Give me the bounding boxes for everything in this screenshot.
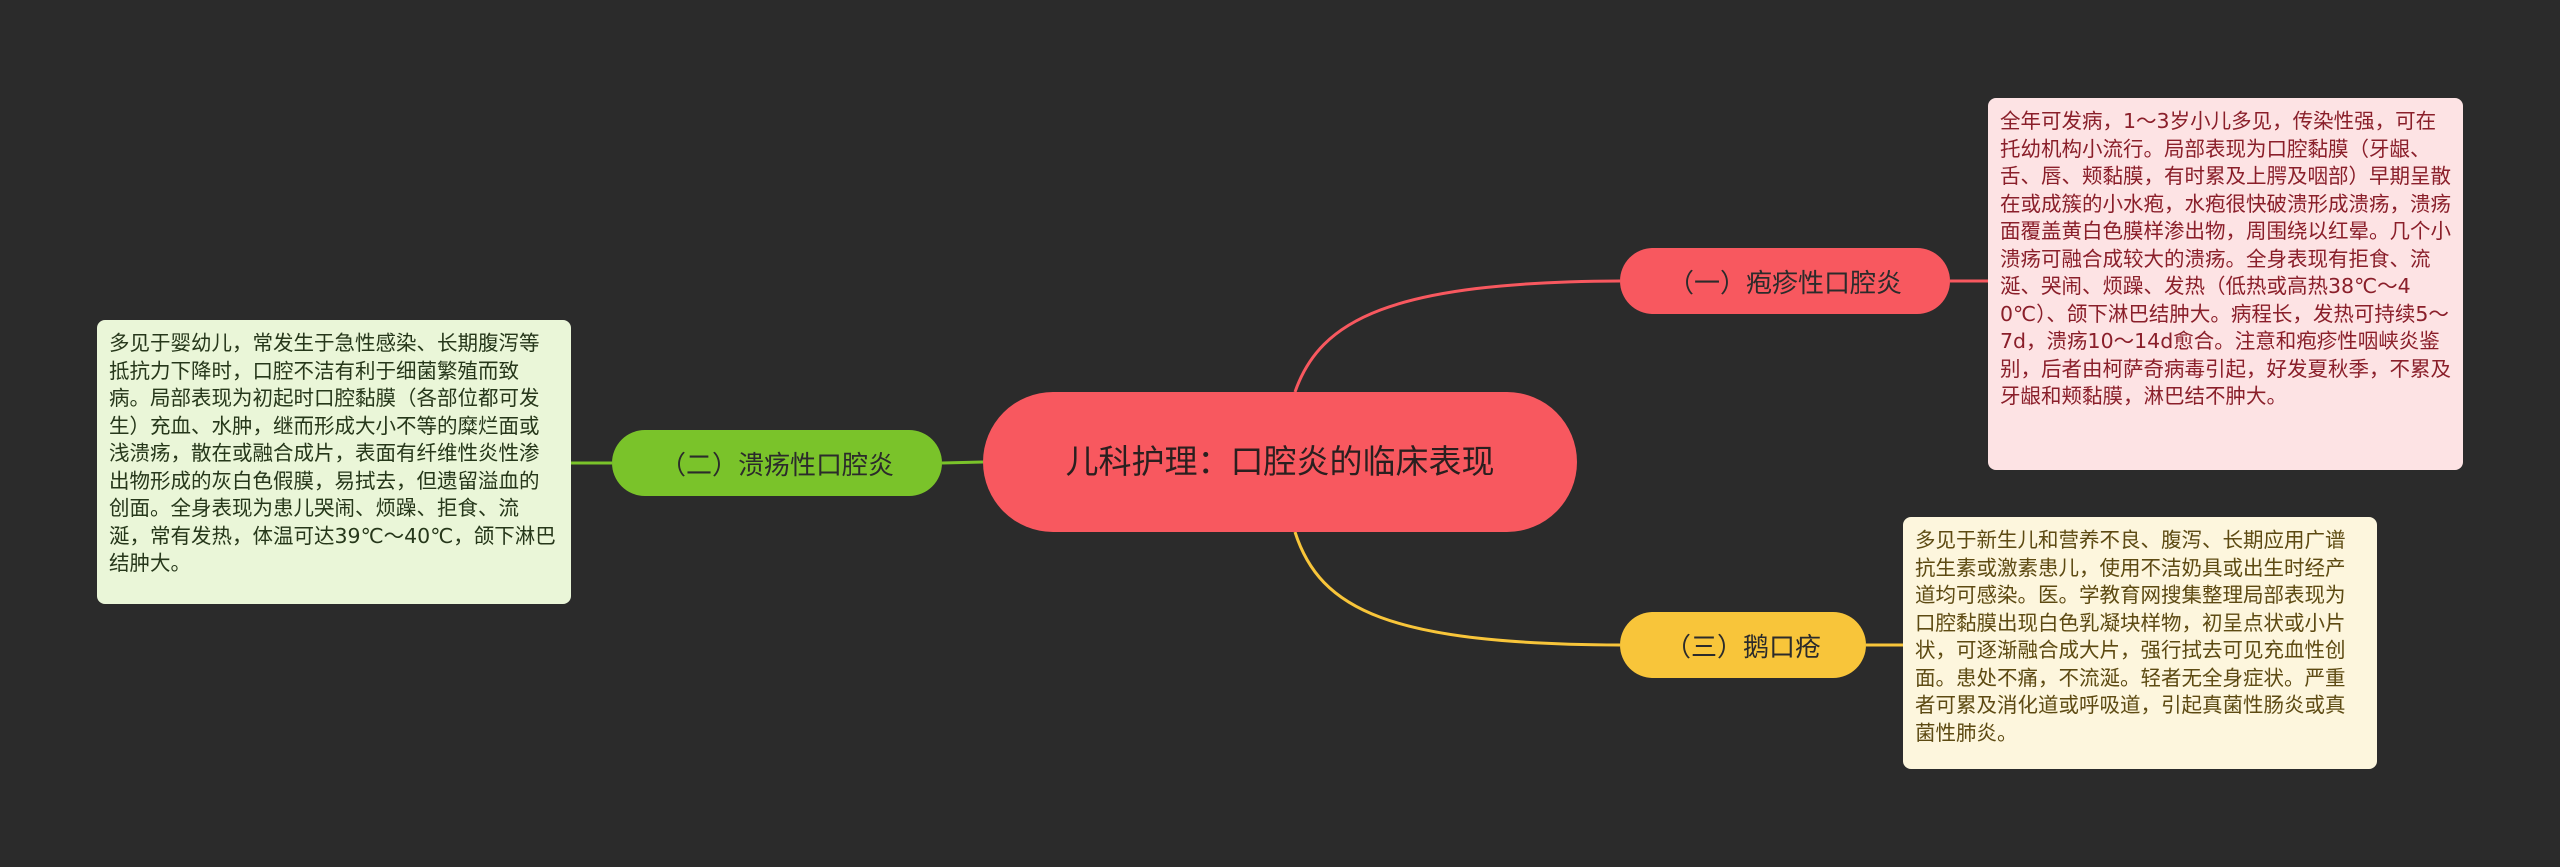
branch-node-thrush[interactable]: （三）鹅口疮 [1620, 612, 1866, 678]
branch-node-herpetic-stomatitis[interactable]: （一）疱疹性口腔炎 [1620, 248, 1950, 314]
leaf-text: 多见于婴幼儿，常发生于急性感染、长期腹泻等抵抗力下降时，口腔不洁有利于细菌繁殖而… [109, 331, 556, 575]
leaf-note-ulcerative-stomatitis[interactable]: 多见于婴幼儿，常发生于急性感染、长期腹泻等抵抗力下降时，口腔不洁有利于细菌繁殖而… [97, 320, 571, 604]
leaf-note-herpetic-stomatitis[interactable]: 全年可发病，1～3岁小儿多见，传染性强，可在托幼机构小流行。局部表现为口腔黏膜（… [1988, 98, 2463, 470]
root-title: 儿科护理：口腔炎的临床表现 [1065, 442, 1495, 481]
connector-root-branch-3 [1293, 531, 1621, 647]
connector-root-branch-1 [1293, 279, 1621, 393]
branch-label: （一）疱疹性口腔炎 [1667, 268, 1902, 299]
leaf-text: 全年可发病，1～3岁小儿多见，传染性强，可在托幼机构小流行。局部表现为口腔黏膜（… [2000, 109, 2451, 408]
root-node[interactable]: 儿科护理：口腔炎的临床表现 [983, 392, 1577, 532]
connector-root-branch-2 [941, 460, 984, 465]
branch-node-ulcerative-stomatitis[interactable]: （二）溃疡性口腔炎 [612, 430, 942, 496]
leaf-text: 多见于新生儿和营养不良、腹泻、长期应用广谱抗生素或激素患儿，使用不洁奶具或出生时… [1915, 528, 2346, 745]
branch-label: （二）溃疡性口腔炎 [659, 450, 894, 481]
leaf-note-thrush[interactable]: 多见于新生儿和营养不良、腹泻、长期应用广谱抗生素或激素患儿，使用不洁奶具或出生时… [1903, 517, 2377, 769]
branch-label: （三）鹅口疮 [1664, 632, 1821, 663]
